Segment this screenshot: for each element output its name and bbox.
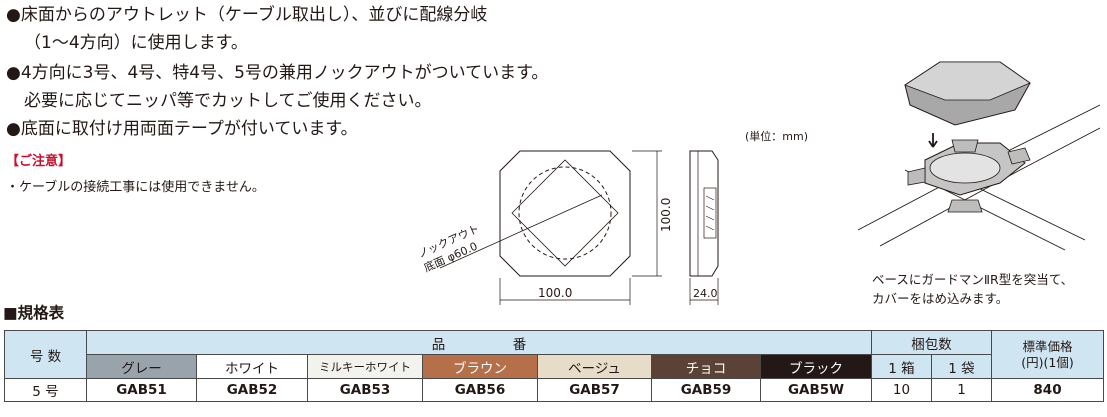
color-brown: ブラウン xyxy=(422,354,538,379)
feature-1-line2: （1～4方向）に使用します。 xyxy=(24,33,248,53)
bottom-circle xyxy=(518,166,612,260)
caution-text: ・ケーブルの接続工事には使用できません。 xyxy=(6,180,265,195)
code-cell: GAB5W xyxy=(760,378,872,402)
bag-qty-cell: 1 xyxy=(931,378,992,402)
part-number-header: 品 番 xyxy=(86,330,872,355)
code-cell: GAB56 xyxy=(422,378,538,402)
color-choco: チョコ xyxy=(651,354,761,379)
price-cell: 840 xyxy=(991,378,1104,402)
color-gray: グレー xyxy=(86,354,197,379)
color-white: ホワイト xyxy=(196,354,308,379)
leader-line xyxy=(439,194,603,269)
pack-bag-header: 1 袋 xyxy=(931,354,992,379)
code-cell: GAB59 xyxy=(651,378,761,402)
depth-label: 24.0 xyxy=(693,287,718,300)
code-cell: GAB52 xyxy=(196,378,308,402)
outlet-illustration xyxy=(857,61,1101,251)
table-row: 5 号 GAB51 GAB52 GAB53 GAB56 GAB57 GAB59 … xyxy=(4,378,1104,402)
width-label: 100.0 xyxy=(538,286,572,300)
packing-header: 梱包数 xyxy=(871,330,992,355)
side-view-outline xyxy=(689,150,719,277)
code-cell: GAB53 xyxy=(307,378,423,402)
feature-2-line1: ●4方向に3号、4号、特4号、5号の兼用ノックアウトがついています。 xyxy=(6,63,549,83)
price-header: 標準価格 (円)(1個) xyxy=(991,330,1104,379)
spec-table: 号 数 品 番 梱包数 標準価格 (円)(1個) グレー ホワイト ミルキーホワ… xyxy=(4,330,1104,402)
color-black: ブラック xyxy=(760,354,872,379)
color-beige: ベージュ xyxy=(537,354,652,379)
knockout-outline xyxy=(511,159,619,267)
feature-1-line1: ●床面からのアウトレット（ケーブル取出し）、並びに配線分岐 xyxy=(6,5,488,25)
size-header: 号 数 xyxy=(4,330,87,379)
spec-title: ■規格表 xyxy=(3,304,65,322)
feature-2-line2: 必要に応じてニッパ等でカットしてご使用ください。 xyxy=(24,91,432,111)
unit-label: (単位：mm) xyxy=(745,130,809,143)
color-milky-white: ミルキーホワイト xyxy=(307,354,423,379)
pack-box-header: 1 箱 xyxy=(871,354,932,379)
spec-header-row: 号 数 品 番 梱包数 標準価格 (円)(1個) xyxy=(4,330,1104,379)
top-view-outline xyxy=(499,150,631,277)
box-qty-cell: 10 xyxy=(871,378,932,402)
caution-heading: 【ご注意】 xyxy=(6,154,72,169)
code-cell: GAB51 xyxy=(86,378,197,402)
spec-color-row: グレー ホワイト ミルキーホワイト ブラウン ベージュ チョコ ブラック 1 箱… xyxy=(5,354,1104,379)
illustration-caption: ベースにガードマンⅡR型を突当て、 カバーをはめ込みます。 xyxy=(872,272,1074,306)
size-cell: 5 号 xyxy=(4,378,87,402)
code-cell: GAB57 xyxy=(537,378,652,402)
feature-3-line1: ●底面に取付け用両面テープが付いています。 xyxy=(6,119,358,139)
height-label: 100.0 xyxy=(659,198,673,232)
